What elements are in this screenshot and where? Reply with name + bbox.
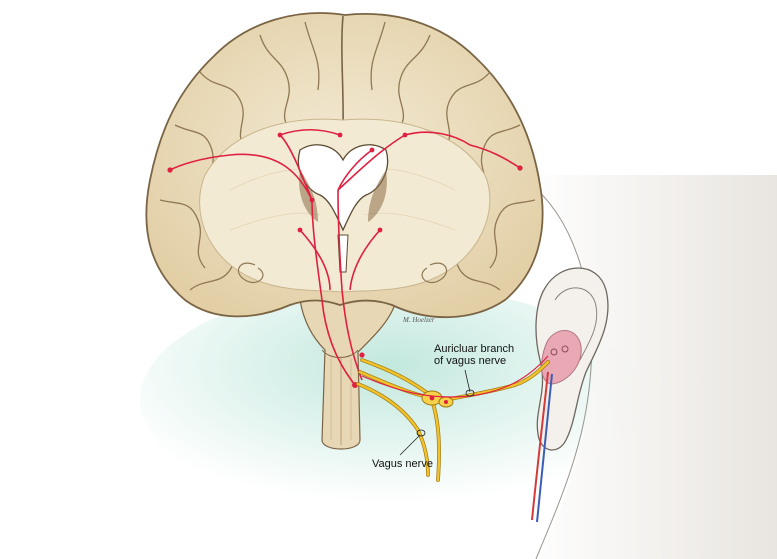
auricular-branch-label: Auricluar branch of vagus nerve xyxy=(434,343,514,367)
head-outline xyxy=(525,179,593,559)
label-leaders xyxy=(399,369,475,456)
brain-coronal-section xyxy=(145,12,544,319)
cortical-folds xyxy=(159,21,536,291)
vagus-nerve-label: Vagus nerve xyxy=(372,458,433,470)
basal-ganglia-right xyxy=(368,170,387,222)
auricular-branch-label-line2: of vagus nerve xyxy=(434,355,507,367)
basal-ganglia-left xyxy=(299,170,318,222)
concha-highlight xyxy=(541,330,582,385)
artist-signature: M. Hoelzer xyxy=(403,316,435,324)
artery xyxy=(531,371,549,521)
vein xyxy=(536,373,553,523)
vagal-ganglia xyxy=(421,390,454,408)
auricular-branch-label-line1: Auricluar branch xyxy=(434,343,515,355)
ear xyxy=(535,267,609,451)
hippocampus-left xyxy=(237,262,264,284)
hippocampus-right xyxy=(421,262,448,284)
